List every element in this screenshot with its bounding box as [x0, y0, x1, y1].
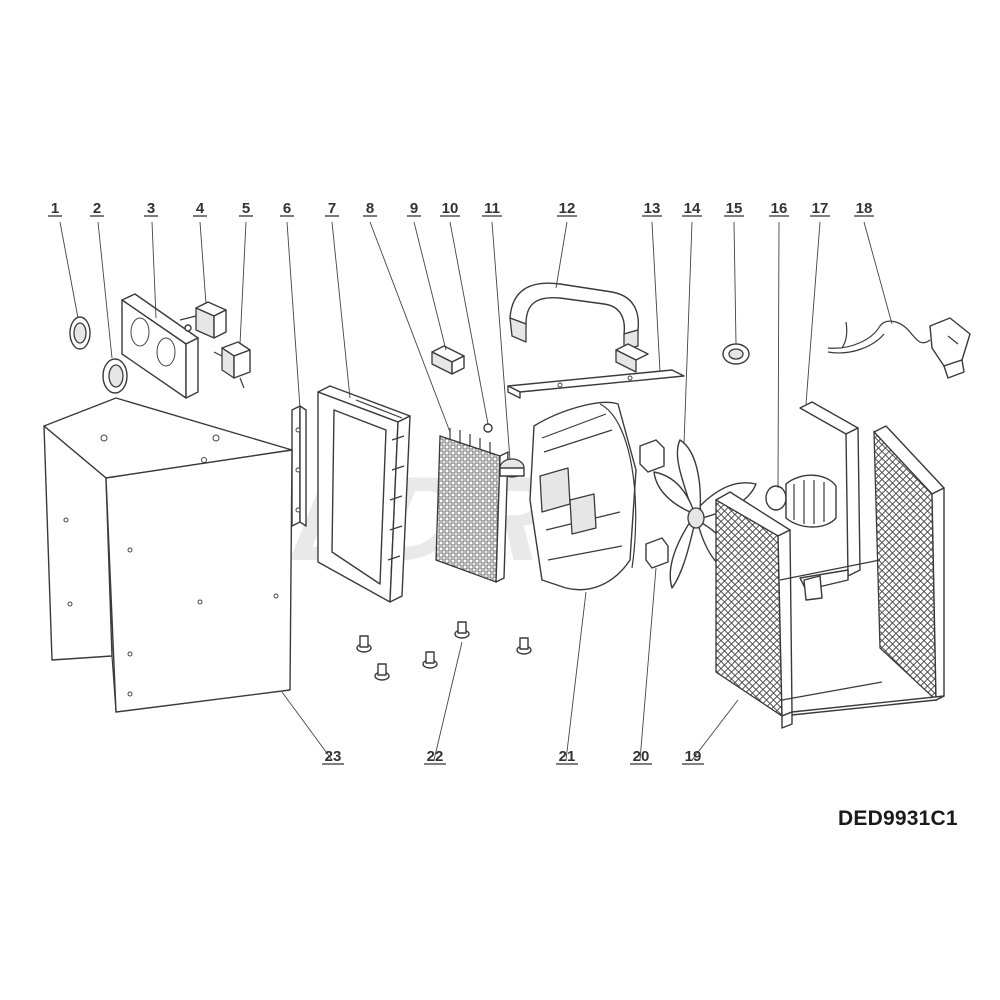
label-11: 11: [484, 200, 500, 217]
label-16: 16: [771, 200, 788, 217]
label-12: 12: [559, 200, 576, 217]
part-15-cable-grommet: [722, 343, 750, 365]
label-4: 4: [196, 200, 205, 217]
label-5: 5: [242, 200, 250, 217]
label-20: 20: [633, 748, 650, 765]
label-underlines: [48, 215, 874, 765]
label-21: 21: [559, 748, 576, 765]
label-22: 22: [427, 748, 444, 765]
part-2-knob: [102, 358, 128, 394]
part-19-rear-grille-housing: [715, 425, 945, 729]
part-22-feet: [356, 621, 532, 681]
part-number-labels: 1 2 3 4 5 6 7 8 9 10 11 12 13 14 15 16 1…: [51, 200, 873, 765]
label-19: 19: [685, 748, 702, 765]
part-23-front-casing: [43, 397, 293, 713]
part-8-heating-element: [435, 428, 509, 583]
part-18-power-cord: [827, 317, 971, 379]
part-6-bracket: [291, 405, 307, 527]
label-9: 9: [410, 200, 418, 217]
part-4-thermostat: [179, 301, 227, 339]
label-8: 8: [366, 200, 374, 217]
label-15: 15: [726, 200, 743, 217]
label-6: 6: [283, 200, 291, 217]
model-code: DED9931C1: [838, 807, 958, 830]
label-10: 10: [442, 200, 459, 217]
label-18: 18: [856, 200, 873, 217]
part-21-fan-shroud: [529, 401, 637, 591]
label-13: 13: [644, 200, 661, 217]
part-9-clip: [431, 345, 465, 375]
label-2: 2: [93, 200, 101, 217]
part-5-switch: [213, 341, 251, 389]
part-10-fuse: [483, 423, 493, 433]
label-17: 17: [812, 200, 829, 217]
part-3-control-plate: [121, 293, 199, 399]
part-13-top-bracket: [507, 343, 685, 399]
label-23: 23: [325, 748, 342, 765]
label-3: 3: [147, 200, 155, 217]
part-7-heater-frame: [317, 385, 411, 603]
label-1: 1: [51, 200, 59, 217]
part-17-motor-bracket: [799, 401, 861, 601]
part-16-motor: [765, 474, 837, 528]
leader-lines: [59, 221, 893, 761]
part-20-plate: [639, 439, 669, 569]
label-14: 14: [684, 200, 701, 217]
part-12-carry-handle: [509, 282, 640, 351]
label-7: 7: [328, 200, 336, 217]
part-1-grommet: [69, 316, 91, 350]
part-11-thermal-cutout: [499, 458, 525, 478]
